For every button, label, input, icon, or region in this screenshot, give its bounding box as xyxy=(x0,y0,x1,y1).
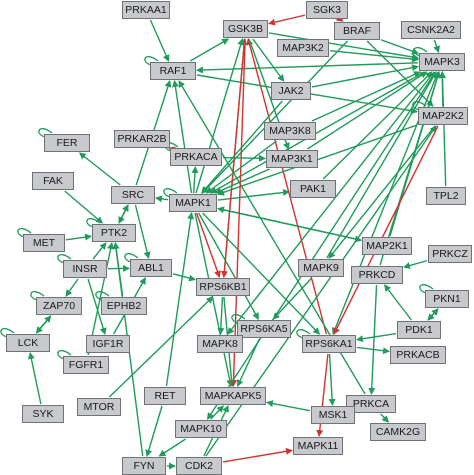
node-map3k8[interactable]: MAP3K8 xyxy=(264,122,316,140)
node-fer[interactable]: FER xyxy=(44,134,90,152)
node-mapk3[interactable]: MAPK3 xyxy=(419,53,465,71)
node-fak[interactable]: FAK xyxy=(32,172,74,190)
node-lck[interactable]: LCK xyxy=(6,334,50,352)
node-ret[interactable]: RET xyxy=(144,387,186,405)
node-braf[interactable]: BRAF xyxy=(334,22,380,40)
node-mapk8[interactable]: MAPK8 xyxy=(197,335,243,353)
node-sgk3[interactable]: SGK3 xyxy=(306,1,348,19)
node-prkar2b[interactable]: PRKAR2B xyxy=(114,130,170,148)
node-rps6ka1[interactable]: RPS6KA1 xyxy=(302,335,356,353)
node-rps6kb1[interactable]: RPS6KB1 xyxy=(196,278,250,296)
node-prkcz[interactable]: PRKCZ xyxy=(428,245,472,263)
node-pkn1[interactable]: PKN1 xyxy=(425,290,469,308)
node-mapkapk5[interactable]: MAPKAPK5 xyxy=(200,387,266,405)
node-pdk1[interactable]: PDK1 xyxy=(397,321,441,339)
node-prkcd[interactable]: PRKCD xyxy=(351,266,403,284)
node-camk2g[interactable]: CAMK2G xyxy=(370,423,426,441)
node-insr[interactable]: INSR xyxy=(63,260,107,278)
node-msk1[interactable]: MSK1 xyxy=(311,406,355,424)
node-tpl2[interactable]: TPL2 xyxy=(426,187,466,205)
node-csnk2a2[interactable]: CSNK2A2 xyxy=(401,21,461,39)
node-raf1[interactable]: RAF1 xyxy=(150,62,196,80)
node-abl1[interactable]: ABL1 xyxy=(130,259,172,277)
node-map2k1[interactable]: MAP2K1 xyxy=(362,237,412,255)
node-jak2[interactable]: JAK2 xyxy=(271,82,311,100)
node-mapk10[interactable]: MAPK10 xyxy=(175,420,227,438)
node-prkaca[interactable]: PRKACA xyxy=(170,148,222,166)
node-fgfr1[interactable]: FGFR1 xyxy=(63,356,109,374)
node-met[interactable]: MET xyxy=(23,234,65,252)
node-src[interactable]: SRC xyxy=(111,186,155,204)
node-mapk1[interactable]: MAPK1 xyxy=(169,194,217,212)
node-map2k2[interactable]: MAP2K2 xyxy=(418,107,468,125)
node-mapk11[interactable]: MAPK11 xyxy=(293,437,343,455)
node-pak1[interactable]: PAK1 xyxy=(290,180,336,198)
node-rps6ka5[interactable]: RPS6KA5 xyxy=(237,320,291,338)
node-prkaa1[interactable]: PRKAA1 xyxy=(122,1,170,19)
node-mapk9[interactable]: MAPK9 xyxy=(298,259,344,277)
node-map3k1[interactable]: MAP3K1 xyxy=(266,150,318,168)
node-cdk2[interactable]: CDK2 xyxy=(176,457,222,475)
node-ephb2[interactable]: EPHB2 xyxy=(101,297,147,315)
node-zap70[interactable]: ZAP70 xyxy=(36,297,82,315)
node-map3k2[interactable]: MAP3K2 xyxy=(277,39,329,57)
node-prkacb[interactable]: PRKACB xyxy=(390,346,446,364)
node-ptk2[interactable]: PTK2 xyxy=(92,224,136,242)
node-mtor[interactable]: MTOR xyxy=(77,398,121,416)
node-fyn[interactable]: FYN xyxy=(122,457,166,475)
node-gsk3b[interactable]: GSK3B xyxy=(223,20,268,38)
node-syk[interactable]: SYK xyxy=(22,405,64,423)
node-igf1r[interactable]: IGF1R xyxy=(86,335,130,353)
